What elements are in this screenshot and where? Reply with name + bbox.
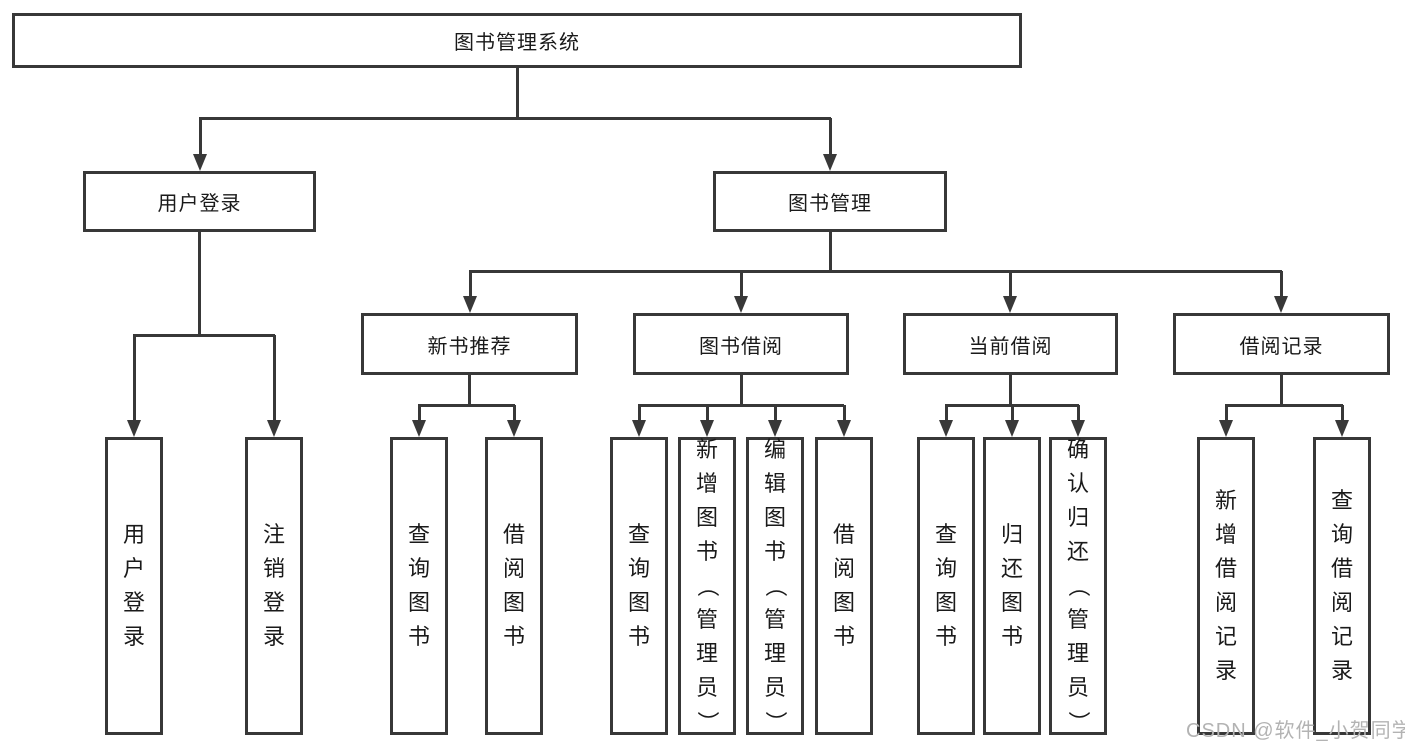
node-new-books: 新书推荐: [361, 313, 578, 375]
connector-to-new-books: [469, 271, 472, 297]
connector-bb-leaf-3: [774, 405, 777, 421]
arrowhead-cb-leaf-1: [939, 420, 953, 437]
connector-user-login-bus: [133, 334, 275, 337]
arrowhead-user-login: [193, 154, 207, 171]
connector-bb-leaf-2: [706, 405, 709, 421]
leaf-cb-confirm-return-admin: 确认归还（管理员）: [1049, 437, 1107, 735]
connector-cb-leaf-2: [1011, 405, 1014, 421]
arrowhead-bb-leaf-2: [700, 420, 714, 437]
arrowhead-current-borrow: [1003, 296, 1017, 313]
arrowhead-nb-leaf-2: [507, 420, 521, 437]
connector-cb-leaf-3: [1077, 405, 1080, 421]
connector-to-leaf-login: [133, 335, 136, 421]
arrowhead-cb-leaf-2: [1005, 420, 1019, 437]
arrowhead-br-leaf-1: [1219, 420, 1233, 437]
arrowhead-br-leaf-2: [1335, 420, 1349, 437]
leaf-bb-add-books-admin: 新增图书（管理员）: [678, 437, 736, 735]
arrowhead-bb-leaf-3: [768, 420, 782, 437]
leaf-cb-return-books: 归还图书: [983, 437, 1041, 735]
connector-book-mgmt-bus: [469, 270, 1282, 273]
leaf-cb-query-books: 查询图书: [917, 437, 975, 735]
node-user-login: 用户登录: [83, 171, 316, 232]
leaf-nb-borrow-books: 借阅图书: [485, 437, 543, 735]
arrowhead-bb-leaf-4: [837, 420, 851, 437]
arrowhead-book-borrow: [734, 296, 748, 313]
connector-nb-leaf-1: [418, 405, 421, 421]
leaf-br-add-record: 新增借阅记录: [1197, 437, 1255, 735]
connector-br-leaf-1: [1225, 405, 1228, 421]
arrowhead-borrow-records: [1274, 296, 1288, 313]
node-borrow-records: 借阅记录: [1173, 313, 1390, 375]
arrowhead-leaf-login: [127, 420, 141, 437]
node-book-mgmt: 图书管理: [713, 171, 947, 232]
connector-root-to-user-login: [199, 118, 202, 156]
leaf-logout: 注销登录: [245, 437, 303, 735]
connector-user-login-stem: [198, 232, 201, 335]
connector-bb-leaf-4: [843, 405, 846, 421]
leaf-nb-query-books: 查询图书: [390, 437, 448, 735]
connector-borrow-records-stem: [1280, 375, 1283, 405]
connector-cb-leaf-1: [945, 405, 948, 421]
connector-bb-leaf-1: [638, 405, 641, 421]
connector-book-mgmt-stem: [829, 232, 832, 271]
connector-root-stem: [516, 68, 519, 118]
arrowhead-cb-leaf-3: [1071, 420, 1085, 437]
connector-root-bus: [199, 117, 831, 120]
watermark: CSDN @软件_小贺同学: [1186, 720, 1405, 742]
arrowhead-new-books: [463, 296, 477, 313]
connector-new-books-stem: [468, 375, 471, 405]
connector-current-borrow-stem: [1009, 375, 1012, 405]
connector-root-to-book-mgmt: [829, 118, 832, 156]
node-current-borrow: 当前借阅: [903, 313, 1118, 375]
connector-to-leaf-logout: [273, 335, 276, 421]
leaf-bb-query-books: 查询图书: [610, 437, 668, 735]
arrowhead-bb-leaf-1: [632, 420, 646, 437]
node-root: 图书管理系统: [12, 13, 1022, 68]
connector-book-borrow-bus: [638, 404, 844, 407]
leaf-user-login: 用户登录: [105, 437, 163, 735]
leaf-bb-edit-books-admin: 编辑图书（管理员）: [746, 437, 804, 735]
connector-new-books-bus: [418, 404, 515, 407]
leaf-br-query-record: 查询借阅记录: [1313, 437, 1371, 735]
leaf-bb-borrow-books: 借阅图书: [815, 437, 873, 735]
connector-book-borrow-stem: [740, 375, 743, 405]
arrowhead-leaf-logout: [267, 420, 281, 437]
connector-nb-leaf-2: [513, 405, 516, 421]
connector-to-current-borrow: [1009, 271, 1012, 297]
node-book-borrow: 图书借阅: [633, 313, 849, 375]
connector-borrow-records-bus: [1225, 404, 1343, 407]
connector-to-book-borrow: [740, 271, 743, 297]
connector-to-borrow-records: [1280, 271, 1283, 297]
connector-br-leaf-2: [1341, 405, 1344, 421]
arrowhead-book-mgmt: [823, 154, 837, 171]
arrowhead-nb-leaf-1: [412, 420, 426, 437]
